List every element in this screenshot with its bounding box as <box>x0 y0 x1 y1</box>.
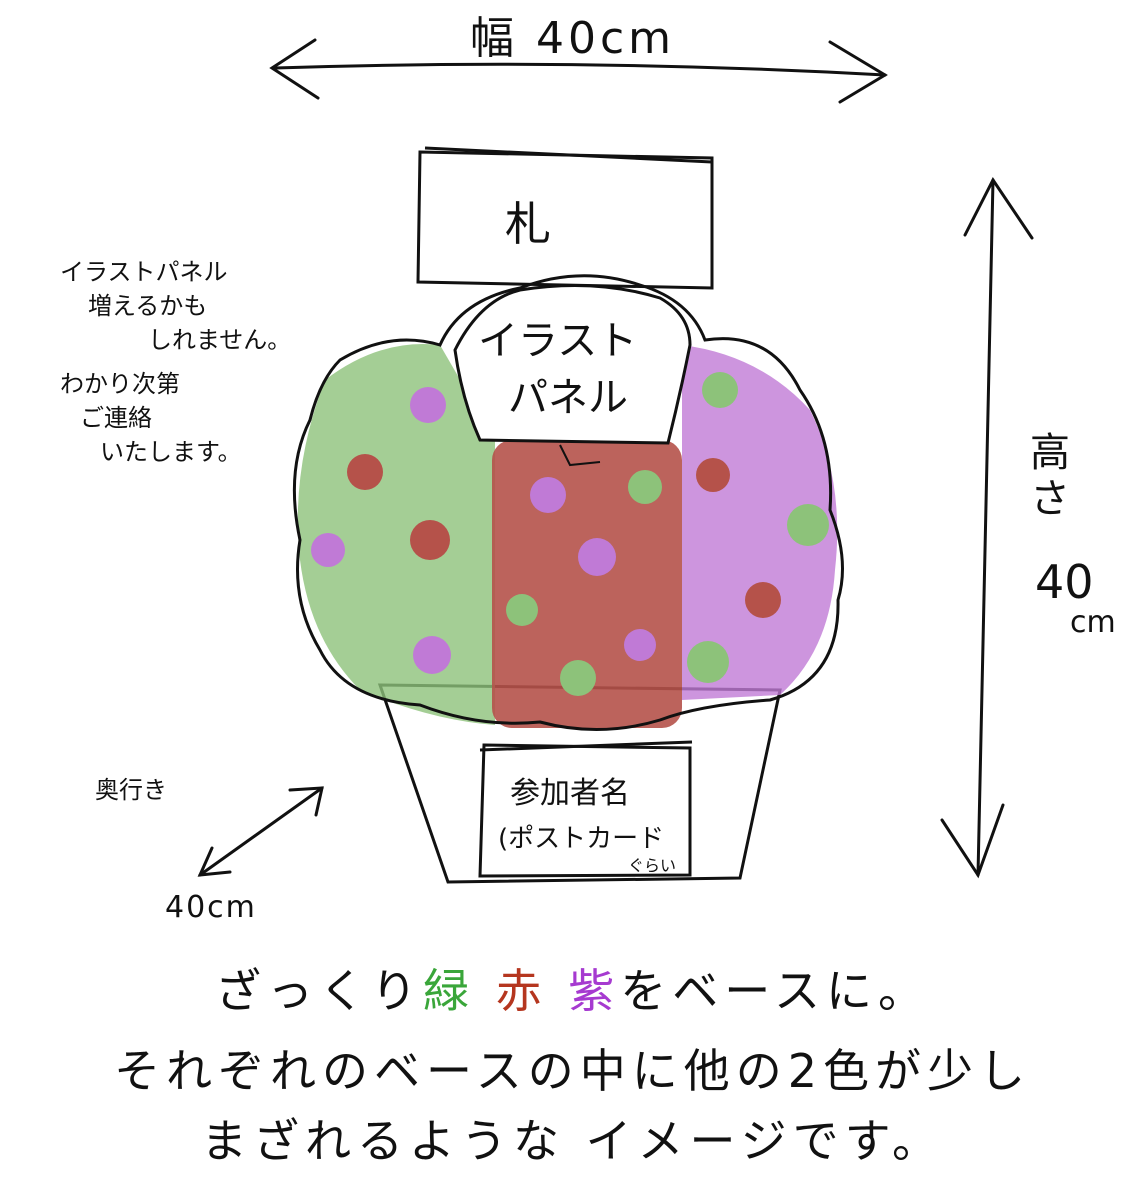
caption-green: 緑 <box>423 964 476 1018</box>
panel-label-line2: パネル <box>508 375 628 421</box>
caption-red: 赤 <box>495 964 548 1018</box>
width-arrow <box>269 38 888 104</box>
height-dimension-label: 高さ <box>1030 430 1070 522</box>
flower-dot <box>347 454 383 490</box>
flower-dot <box>410 520 450 560</box>
flower-dot <box>702 372 738 408</box>
caption-line-3: まざれるような イメージです。 <box>200 1114 945 1168</box>
participant-name-label: 参加者名 <box>510 776 630 811</box>
flower-dot <box>745 582 781 618</box>
depth-arrow <box>197 786 324 877</box>
flower-dot <box>696 458 730 492</box>
purple-section <box>682 345 838 700</box>
caption-line-1: ざっくり緑 赤 紫をベースに。 <box>0 955 1145 1021</box>
flower-dot <box>506 594 538 626</box>
height-arrow <box>940 177 1034 879</box>
side-note: イラストパネル 増えるかも しれません。 わかり次第 ご連絡 いたします。 <box>60 255 291 469</box>
flower-dot <box>530 477 566 513</box>
depth-dimension-label: 奥行き <box>95 776 167 804</box>
side-note-line: イラストパネル <box>60 258 228 286</box>
side-note-line: しれません。 <box>148 326 292 354</box>
postcard-label: (ポストカード <box>498 824 665 854</box>
caption-line-2: それぞれのベースの中に他の2色が少し <box>114 1044 1031 1098</box>
flower-dot <box>560 660 596 696</box>
flower-dot <box>687 641 729 683</box>
flower-dot <box>624 629 656 661</box>
panel-label-line1: イラスト <box>478 318 638 364</box>
illustration-panel <box>453 284 692 445</box>
bouquet-outline <box>292 274 844 731</box>
sign-label: 札 <box>505 197 551 251</box>
flower-dot <box>628 470 662 504</box>
flower-dot <box>410 387 446 423</box>
depth-dimension-value: 40cm <box>165 890 257 925</box>
postcard-sub-label: ぐらい <box>628 856 677 875</box>
side-note-line: いたします。 <box>100 438 242 466</box>
green-section <box>297 344 495 725</box>
height-dimension-value: 40 <box>1035 555 1094 609</box>
caption-suffix: をベースに。 <box>620 964 930 1018</box>
side-note-line: ご連絡 <box>80 404 152 432</box>
flower-bouquet <box>292 274 844 731</box>
panel-stand <box>559 444 601 467</box>
sign-board <box>416 146 714 290</box>
side-note-line: 増えるかも <box>88 292 208 320</box>
side-note-line: わかり次第 <box>60 370 180 398</box>
flower-dot <box>413 636 451 674</box>
flower-dot <box>311 533 345 567</box>
width-dimension-label: 幅 40cm <box>470 13 676 64</box>
height-dimension-unit: cm <box>1070 605 1116 640</box>
caption-prefix: ざっくり <box>215 964 424 1018</box>
caption-purple: 紫 <box>568 964 621 1018</box>
flower-dot <box>578 538 616 576</box>
flower-dot <box>787 504 829 546</box>
